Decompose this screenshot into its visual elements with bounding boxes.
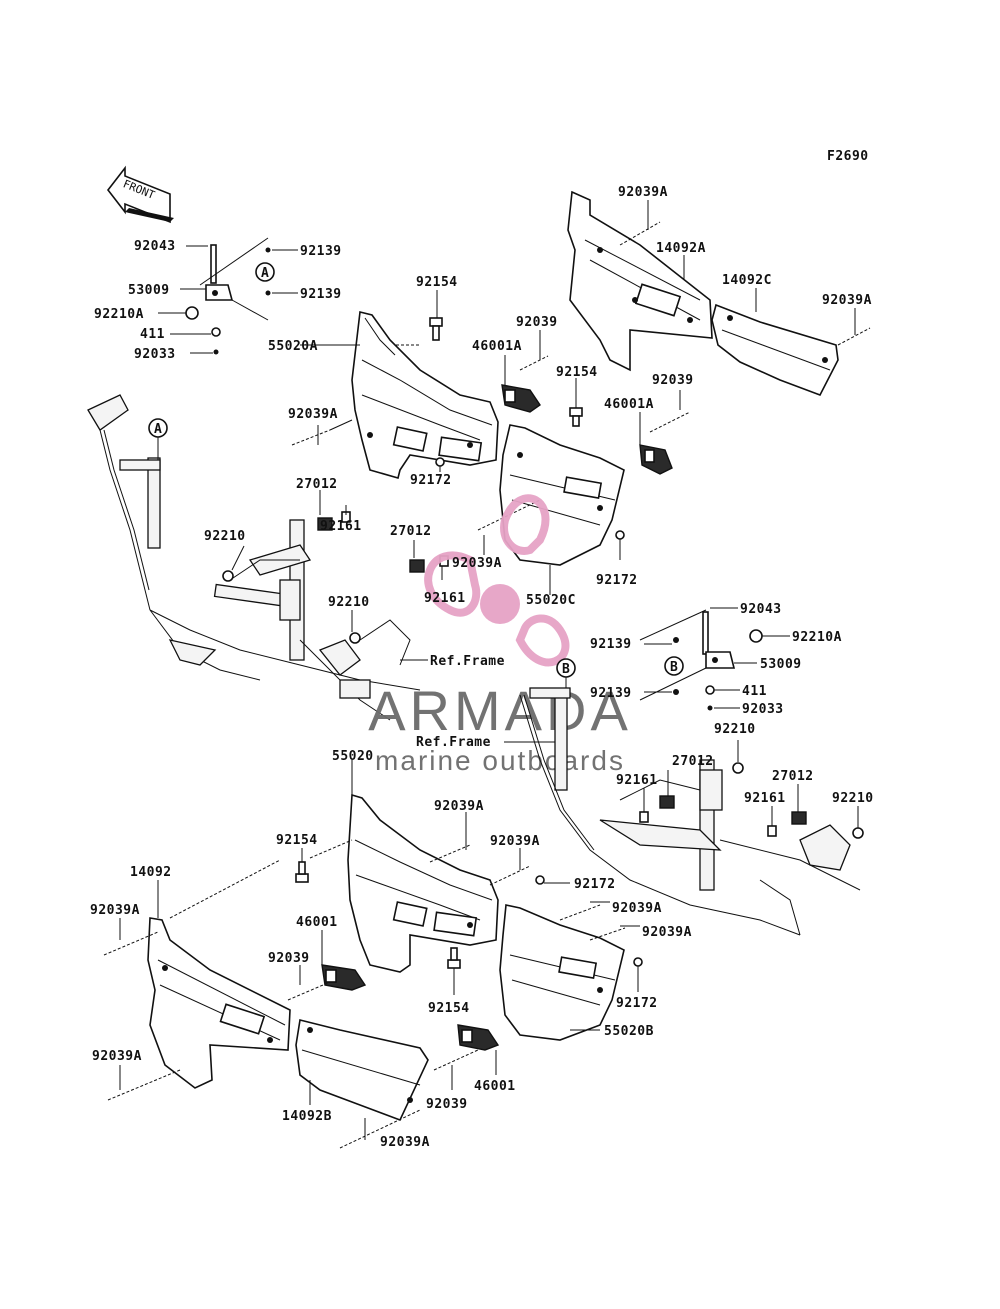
label-92039-3: 92039 [268,951,310,966]
label-411-b: 411 [742,684,767,699]
panel-14092B [295,1019,429,1122]
label-55020: 55020 [332,749,374,764]
callout-a-1: A [261,266,269,281]
diagram-code: F2690 [827,149,869,164]
latch-46001-2 [457,1024,500,1051]
label-92039-1: 92039 [516,315,558,330]
frame-lower-right: B [519,658,864,936]
bracket-assembly-a: A [185,237,275,355]
label-14092: 14092 [130,865,172,880]
label-92161-1: 92161 [320,519,362,534]
front-arrow-icon: FRONT [106,165,174,224]
watermark-brand: ARMADA [368,679,632,742]
label-92172-3: 92172 [574,877,616,892]
label-92039-4: 92039 [426,1097,468,1112]
label-92210A-a: 92210A [94,307,144,322]
callout-b-2: B [562,662,570,677]
label-46001-2: 46001 [474,1079,516,1094]
label-55020B: 55020B [604,1024,654,1039]
label-55020C: 55020C [526,593,576,608]
label-92039A-8: 92039A [612,901,662,916]
watermark-logo: ARMADA marine outboards [368,494,632,776]
label-92039A-7: 92039A [90,903,140,918]
screw-92154-2 [569,407,583,427]
latch-46001A-1 [501,384,541,413]
label-92039A-3: 92039A [288,407,338,422]
panel-14092C [711,303,839,396]
label-92139-a1: 92139 [300,244,342,259]
label-92210-4: 92210 [832,791,874,806]
label-46001A-2: 46001A [604,397,654,412]
panel-14092A [567,190,713,372]
callout-b-1: B [670,660,678,675]
callout-a-2: A [154,422,162,437]
label-92161-4: 92161 [744,791,786,806]
label-14092B: 14092B [282,1109,332,1124]
door-panel-55020B [499,904,625,1041]
screw-92154-1 [429,317,443,341]
part-labels: 92043 92139 53009 92139 92210A 411 92033… [90,185,874,1150]
screw-92154-3 [295,861,309,883]
label-92039A-5: 92039A [434,799,484,814]
label-53009-a: 53009 [128,283,170,298]
label-92139-b1: 92139 [590,637,632,652]
frame-upper-left: A [87,394,449,721]
door-panel-55020A [351,311,499,479]
label-92039A-10: 92039A [92,1049,142,1064]
label-92210-2: 92210 [328,595,370,610]
door-panel-55020C [499,424,625,566]
watermark-tagline: marine outboards [375,745,625,776]
label-92039A-9: 92039A [642,925,692,940]
label-92210-1: 92210 [204,529,246,544]
label-ref-frame-2: Ref.Frame [416,735,491,750]
label-92033-b: 92033 [742,702,784,717]
label-92039A-6: 92039A [490,834,540,849]
label-92139-a2: 92139 [300,287,342,302]
latch-46001A-2 [639,444,673,475]
bracket-assembly-b: B [639,609,763,711]
label-27012-1: 27012 [296,477,338,492]
label-92154-3: 92154 [276,833,318,848]
label-92161-3: 92161 [616,773,658,788]
label-46001A-1: 46001A [472,339,522,354]
label-27012-4: 27012 [772,769,814,784]
label-ref-frame-1: Ref.Frame [430,654,505,669]
label-92039A-1: 92039A [618,185,668,200]
label-92039A-2: 92039A [822,293,872,308]
label-55020A: 55020A [268,339,318,354]
label-46001-1: 46001 [296,915,338,930]
label-92154-4: 92154 [428,1001,470,1016]
label-92039A-11: 92039A [380,1135,430,1150]
label-92172-1: 92172 [410,473,452,488]
panel-14092 [147,917,291,1089]
label-14092A: 14092A [656,241,706,256]
label-92172-2: 92172 [596,573,638,588]
label-92043-a: 92043 [134,239,176,254]
callout-a-circle-1 [255,262,275,282]
label-92161-2: 92161 [424,591,466,606]
label-27012-2: 27012 [390,524,432,539]
label-14092C: 14092C [722,273,772,288]
label-92033-a: 92033 [134,347,176,362]
label-92154-1: 92154 [416,275,458,290]
label-92039A-4: 92039A [452,556,502,571]
label-411-a: 411 [140,327,165,342]
label-92139-b2: 92139 [590,686,632,701]
label-27012-3: 27012 [672,754,714,769]
latch-46001-1 [321,964,367,991]
label-92210-3: 92210 [714,722,756,737]
label-92043-b: 92043 [740,602,782,617]
label-92210A-b: 92210A [792,630,842,645]
door-panel-55020 [347,793,499,973]
label-53009-b: 53009 [760,657,802,672]
label-92154-2: 92154 [556,365,598,380]
screw-92154-4 [447,947,461,969]
label-92172-4: 92172 [616,996,658,1011]
label-92039-2: 92039 [652,373,694,388]
